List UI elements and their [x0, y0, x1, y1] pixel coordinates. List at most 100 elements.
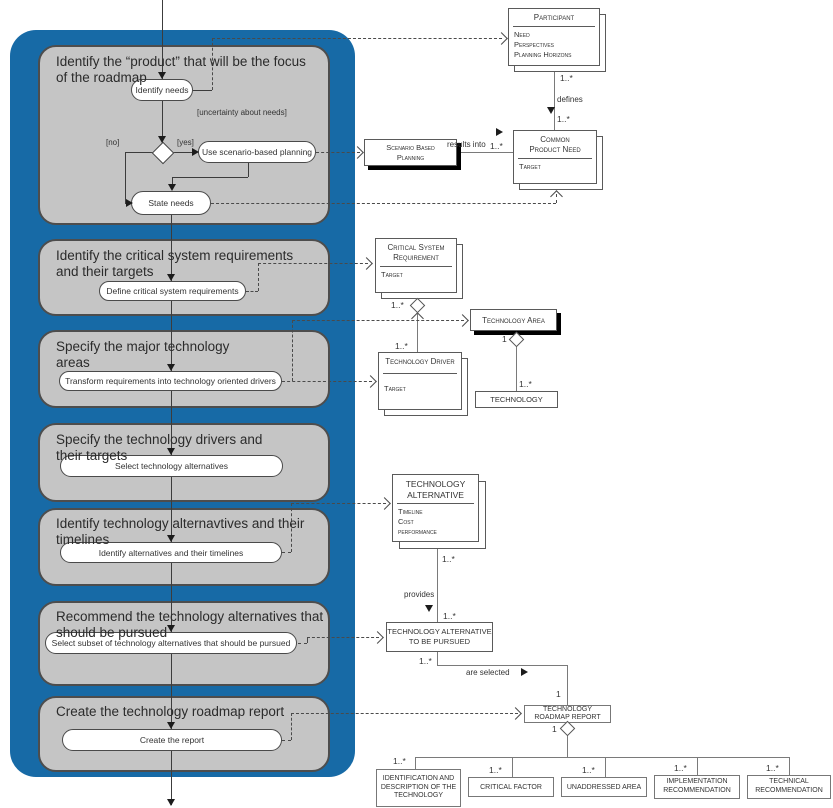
action-identify-needs: Identify needs — [131, 79, 193, 101]
yes-branch-line — [170, 152, 194, 153]
techalt-title-l2: ALTERNATIVE — [407, 489, 464, 500]
class-technology: TECHNOLOGY — [475, 391, 558, 408]
class-participant: Participant Need Perspectives Planning H… — [508, 8, 600, 66]
block-1-title: Identify the “product” that will be the … — [56, 54, 306, 86]
child-mult-1: 1..* — [393, 756, 406, 766]
arrow-into-tap — [371, 631, 384, 644]
child-mult-5: 1..* — [766, 763, 779, 773]
results-into-line — [458, 152, 513, 153]
arrow-into-csr — [360, 257, 373, 270]
child-mult-3: 1..* — [582, 765, 595, 775]
rr-dash-h1 — [282, 740, 291, 741]
guard-no: [no] — [106, 138, 120, 147]
child-stub-2 — [512, 757, 513, 777]
rr-dash-v — [291, 713, 292, 740]
csr-td-line — [417, 311, 418, 352]
state-needs-dash-v — [556, 194, 557, 203]
tap-mult-top: 1..* — [443, 611, 456, 621]
arrow-into-tech-alt — [378, 497, 391, 510]
flow-line-main — [171, 215, 172, 805]
csr-title-l1: Critical System — [387, 243, 445, 252]
action-select-alternatives: Select technology alternatives — [60, 455, 283, 477]
arrow-into-rr — [509, 707, 522, 720]
techalt-mult-bottom: 1..* — [442, 554, 455, 564]
identify-needs-dash-v — [212, 38, 213, 90]
csr-dash-h1 — [246, 291, 258, 292]
csr-mult: 1..* — [391, 300, 404, 310]
block-3-title: Specify the major technology areas — [56, 339, 230, 371]
action-state-needs: State needs — [131, 191, 211, 215]
tap-down-line — [437, 652, 438, 665]
tap-dash-h1 — [298, 643, 307, 644]
cpn-title-l2: Product Need — [529, 145, 581, 154]
block-5-title: Identify technology alternavtives and th… — [56, 516, 305, 548]
yes-branch-arrow — [192, 148, 199, 156]
techalt-attr-performance: performance — [398, 526, 437, 536]
flow-arrow-into-decision — [158, 136, 166, 143]
child-1-title: IDENTIFICATION AND DESCRIPTION OF THE TE… — [380, 774, 457, 800]
techalt-attr-timeline: Timeline — [398, 507, 423, 517]
participant-defines-line — [554, 72, 555, 130]
block-7-title: Create the technology roadmap report — [56, 704, 285, 719]
action-identify-alternatives: Identify alternatives and their timeline… — [60, 542, 282, 563]
child-mult-2: 1..* — [489, 765, 502, 775]
ta-dash-h — [292, 320, 464, 321]
no-branch-line-h1 — [125, 152, 155, 153]
tap-title-l1: TECHNOLOGY ALTERNATIVE — [387, 627, 492, 637]
class-identification-description: IDENTIFICATION AND DESCRIPTION OF THE TE… — [376, 769, 461, 807]
csr-aggregation-diamond — [409, 297, 426, 314]
ta-dash-v — [292, 320, 293, 381]
action-use-scenario-planning: Use scenario-based planning — [198, 141, 316, 163]
td-title: Technology Driver — [385, 357, 455, 366]
action-transform-requirements: Transform requirements into technology o… — [59, 371, 282, 391]
rr-title-l2: ROADMAP REPORT — [534, 714, 601, 721]
ta-aggregation-diamond — [508, 331, 525, 348]
tap-dash-v — [307, 637, 308, 643]
flow-arrow-into-identify-needs — [158, 72, 166, 79]
child-stub-3 — [605, 757, 606, 777]
cpn-mult-top: 1..* — [557, 114, 570, 124]
child-stub-1 — [415, 757, 416, 769]
rr-children-line-h — [415, 757, 790, 758]
identify-needs-stub — [193, 90, 212, 91]
flow-arrow-into-transform — [167, 364, 175, 371]
class-technical-recommendation: TECHNICAL RECOMMENDATION — [747, 775, 831, 799]
action-select-subset: Select subset of technology alternatives… — [45, 632, 297, 654]
child-stub-5 — [789, 757, 790, 775]
class-critical-factor: CRITICAL FACTOR — [468, 777, 554, 797]
class-unaddressed-area: UNADDRESSED AREA — [561, 777, 647, 797]
block-4-title: Specify the technology drivers and their… — [56, 432, 263, 464]
participant-attr-horizons: Planning Horizons — [514, 49, 572, 59]
arrow-into-td — [364, 375, 377, 388]
tap-title-l2: TO BE PURSUED — [408, 637, 471, 646]
flow-arrow-bottom-exit — [167, 799, 175, 806]
sbp-title-l2: Planning — [396, 152, 425, 162]
results-into-label: results into — [447, 140, 486, 149]
ta-title: Technology Area — [482, 315, 545, 325]
rr-one-top: 1 — [556, 689, 561, 699]
activity-block-3 — [38, 330, 330, 408]
class-technology-area: Technology Area — [470, 309, 557, 331]
child-mult-4: 1..* — [674, 763, 687, 773]
td-dash-h — [282, 381, 372, 382]
results-into-direction-icon — [496, 128, 503, 136]
are-selected-line-h — [437, 665, 567, 666]
class-technology-driver: Technology Driver Target — [378, 352, 462, 410]
are-selected-label: are selected — [466, 668, 510, 677]
techalt-title-l1: TECHNOLOGY — [405, 479, 466, 489]
arrow-at-aggregation-line — [411, 312, 424, 325]
csr-dash-v — [258, 263, 259, 291]
are-selected-line-v — [567, 665, 568, 705]
results-into-mult: 1..* — [490, 141, 503, 151]
no-branch-arrow — [126, 199, 133, 207]
flow-arrow-into-create-report — [167, 722, 175, 729]
ta-one: 1 — [502, 334, 507, 344]
participant-attr-need: Need — [514, 30, 530, 39]
flow-arrow-into-identify-alts — [167, 535, 175, 542]
child-3-title: UNADDRESSED AREA — [566, 783, 642, 791]
class-implementation-recommendation: IMPLEMENTATION RECOMMENDATION — [654, 775, 740, 799]
state-needs-dash-h — [211, 203, 556, 204]
